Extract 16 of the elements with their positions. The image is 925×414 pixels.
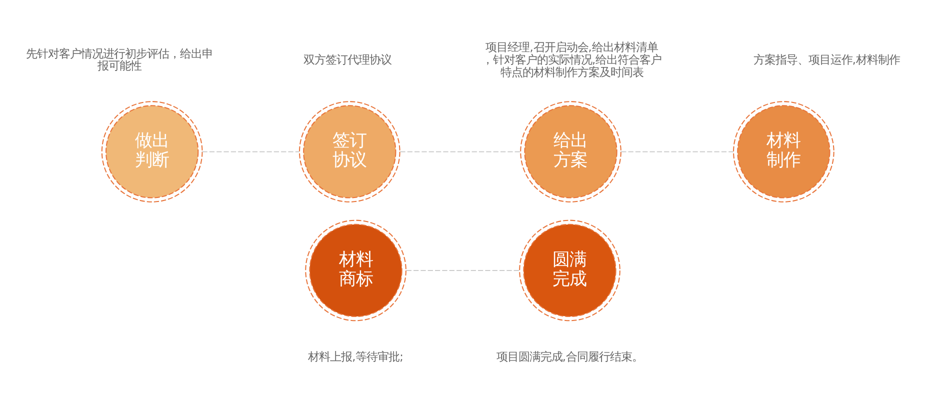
connector <box>406 270 520 271</box>
node-label: 项目经理,召开启动会,给出材料清单，针对客户的实际情况,给出符合客户特点的材料制作方案及时间表 <box>482 41 662 79</box>
node-label: 方案指导、项目运作,材料制作 <box>753 53 900 66</box>
node-circle: 材料制作 <box>733 101 834 202</box>
connector <box>400 151 520 152</box>
node-circle: 签订协议 <box>298 101 400 202</box>
connector <box>621 151 734 152</box>
node-label: 双方签订代理协议 <box>304 53 392 66</box>
node-label: 材料上报,等待审批; <box>308 350 404 364</box>
node-circle: 圆满完成 <box>519 220 620 322</box>
node-label: 先针对客户情况进行初步评估，给出申报可能性 <box>26 47 213 73</box>
node-circle: 材料商标 <box>305 220 406 322</box>
connector <box>202 151 300 152</box>
node-label: 项目圆满完成,合同履行结束。 <box>496 350 644 364</box>
node-circle: 做出判断 <box>101 101 203 202</box>
node-circle: 给出方案 <box>520 101 622 202</box>
